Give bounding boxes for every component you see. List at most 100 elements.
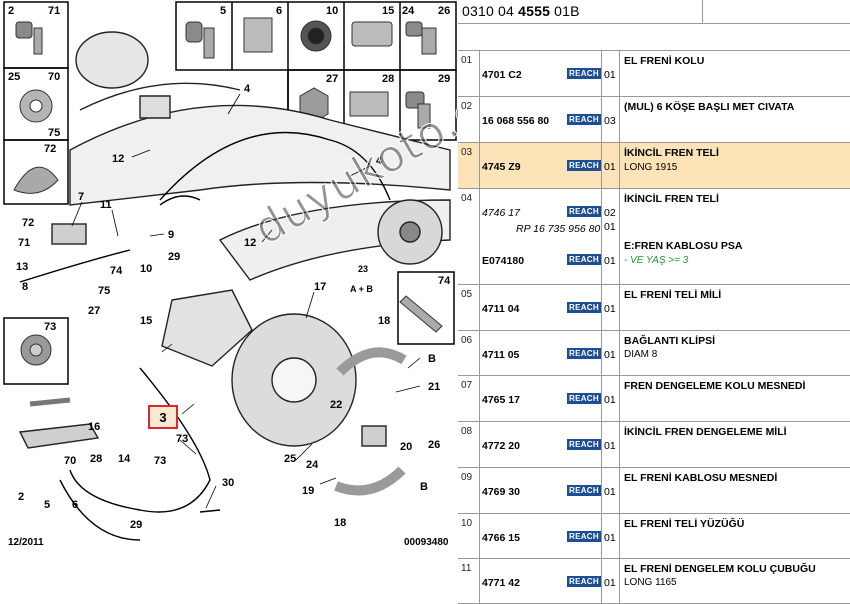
callout-22: 22 xyxy=(330,399,342,411)
reach-badge[interactable]: REACH xyxy=(567,160,601,171)
part-index: 10 xyxy=(461,518,473,529)
part-number[interactable]: 4711 05 xyxy=(482,349,520,361)
inset-label-73: 73 xyxy=(44,321,56,333)
reach-badge[interactable]: REACH xyxy=(567,114,601,125)
part-callouts: 4 4 12 12 7 11 9 72 71 13 74 10 29 8 75 … xyxy=(16,83,440,531)
axle-label: A + B xyxy=(350,284,373,294)
part-row[interactable]: 05 4711 04 REACH 01 EL FRENİ TELİ MİLİ xyxy=(458,285,850,331)
part-number[interactable]: 4772 20 xyxy=(482,440,520,452)
part-row[interactable]: 06 4711 05 REACH 01 BAĞLANTI KLİPSİ DIAM… xyxy=(458,331,850,376)
part-number[interactable]: 16 068 556 80 xyxy=(482,115,550,127)
part-index: 03 xyxy=(461,147,473,158)
callout-b: B xyxy=(428,353,436,365)
callout-8: 8 xyxy=(22,281,28,293)
part-qty: 01 xyxy=(604,349,616,361)
part-row[interactable]: 01 4701 C2 REACH 01 EL FRENİ KOLU xyxy=(458,51,850,97)
part-title: BAĞLANTI KLİPSİ xyxy=(624,335,715,347)
callout-12: 12 xyxy=(244,237,256,249)
reach-badge[interactable]: REACH xyxy=(567,393,601,404)
part-index: 11 xyxy=(461,563,472,574)
callout-15: 15 xyxy=(140,315,152,327)
part-number[interactable]: 4745 Z9 xyxy=(482,161,521,173)
callout-24: 24 xyxy=(306,459,319,471)
part-index: 05 xyxy=(461,289,473,300)
callout-74: 74 xyxy=(110,265,123,277)
part-number-alt[interactable]: E074180 xyxy=(482,255,525,267)
part-number[interactable]: 4746 17 xyxy=(482,207,520,219)
part-index: 07 xyxy=(461,380,473,391)
part-title-alt: E:FREN KABLOSU PSA xyxy=(624,240,743,252)
inset-labels: 2 71 25 70 75 72 73 5 6 10 15 24 26 27 2… xyxy=(8,5,451,333)
inset-label-6: 6 xyxy=(276,5,282,17)
part-row[interactable]: 09 4769 30 REACH 01 EL FRENİ KABLOSU MES… xyxy=(458,468,850,514)
catalog-subheader xyxy=(458,24,850,51)
exploded-diagram: 2 71 25 70 75 72 73 5 6 10 15 24 26 27 2… xyxy=(3,1,553,548)
part-qty: 01 xyxy=(604,486,616,498)
part-index: 09 xyxy=(461,472,473,483)
reach-badge[interactable]: REACH xyxy=(567,485,601,496)
reach-badge[interactable]: REACH xyxy=(567,348,601,359)
part-index: 06 xyxy=(461,335,473,346)
reach-badge[interactable]: REACH xyxy=(567,206,601,217)
part-row[interactable]: 10 4766 15 REACH 01 EL FRENİ TELİ YÜZÜĞÜ xyxy=(458,514,850,559)
part-title: EL FRENİ KOLU xyxy=(624,55,705,67)
callout-6: 6 xyxy=(72,499,78,511)
part-number[interactable]: 4701 C2 xyxy=(482,69,522,81)
inset-icons xyxy=(13,17,443,366)
axle-assembly xyxy=(18,31,451,496)
callout-71: 71 xyxy=(18,237,30,249)
part-number[interactable]: 4711 04 xyxy=(482,303,520,315)
callout-19: 19 xyxy=(302,485,314,497)
part-row[interactable]: 11 4771 42 REACH 01 EL FRENİ DENGELEM KO… xyxy=(458,559,850,604)
highlighted-callout-3[interactable]: 3 xyxy=(148,405,178,429)
part-row[interactable]: 02 16 068 556 80 REACH 03 (MUL) 6 KÖŞE B… xyxy=(458,97,850,143)
callout-16: 16 xyxy=(88,421,100,433)
callout-29: 29 xyxy=(130,519,142,531)
reach-badge[interactable]: REACH xyxy=(567,254,601,265)
part-row[interactable]: 07 4765 17 REACH 01 FREN DENGELEME KOLU … xyxy=(458,376,850,422)
reach-badge[interactable]: REACH xyxy=(567,439,601,450)
reach-badge[interactable]: REACH xyxy=(567,576,601,587)
callout-72: 72 xyxy=(22,217,34,229)
callout-26: 26 xyxy=(428,439,440,451)
inset-label-2: 2 xyxy=(8,5,14,17)
reach-badge[interactable]: REACH xyxy=(567,68,601,79)
inset-label-71: 71 xyxy=(48,5,60,17)
reach-badge[interactable]: REACH xyxy=(567,531,601,542)
callout-73: 73 xyxy=(176,433,188,445)
callout-12: 12 xyxy=(112,153,124,165)
callout-28: 28 xyxy=(90,453,102,465)
inset-boxes-left xyxy=(3,1,69,385)
catalog-header: 0310 04 4555 01B xyxy=(458,0,850,24)
part-title: EL FRENİ KABLOSU MESNEDİ xyxy=(624,472,778,484)
part-index: 04 xyxy=(461,193,473,204)
callout-13: 13 xyxy=(16,261,28,273)
part-title: İKİNCİL FREN TELİ xyxy=(624,147,719,159)
diagram-ref: 00093480 xyxy=(404,537,449,548)
inset-label-24: 24 xyxy=(402,5,415,17)
part-title: EL FRENİ DENGELEM KOLU ÇUBUĞU xyxy=(624,563,816,575)
part-qty: 01 xyxy=(604,532,616,544)
callout-4: 4 xyxy=(244,83,251,95)
callout-2: 2 xyxy=(18,491,24,503)
callout-27: 27 xyxy=(88,305,100,317)
part-number-alt[interactable]: RP 16 735 956 80 xyxy=(516,223,601,235)
reach-badge[interactable]: REACH xyxy=(567,302,601,313)
part-qty: 01 xyxy=(604,69,616,81)
part-row[interactable]: 08 4772 20 REACH 01 İKİNCİL FREN DENGELE… xyxy=(458,422,850,468)
part-index: 01 xyxy=(461,55,473,66)
callout-4: 4 xyxy=(376,155,383,167)
part-qty: 01 xyxy=(604,577,616,589)
part-row-selected[interactable]: 03 4745 Z9 REACH 01 İKİNCİL FREN TELİ LO… xyxy=(458,143,850,189)
part-number[interactable]: 4771 42 xyxy=(482,577,520,589)
part-number[interactable]: 4765 17 xyxy=(482,394,520,406)
part-title: (MUL) 6 KÖŞE BAŞLI MET CIVATA xyxy=(624,101,795,113)
part-title: İKİNCİL FREN DENGELEME MİLİ xyxy=(624,426,787,438)
part-qty: 01 xyxy=(604,221,616,233)
inset-label-72: 72 xyxy=(44,143,56,155)
inset-label-29: 29 xyxy=(438,73,450,85)
part-number[interactable]: 4769 30 xyxy=(482,486,520,498)
part-row[interactable]: 04 4746 17 REACH RP 16 735 956 80 E07418… xyxy=(458,189,850,285)
part-number[interactable]: 4766 15 xyxy=(482,532,520,544)
callout-7: 7 xyxy=(78,191,84,203)
